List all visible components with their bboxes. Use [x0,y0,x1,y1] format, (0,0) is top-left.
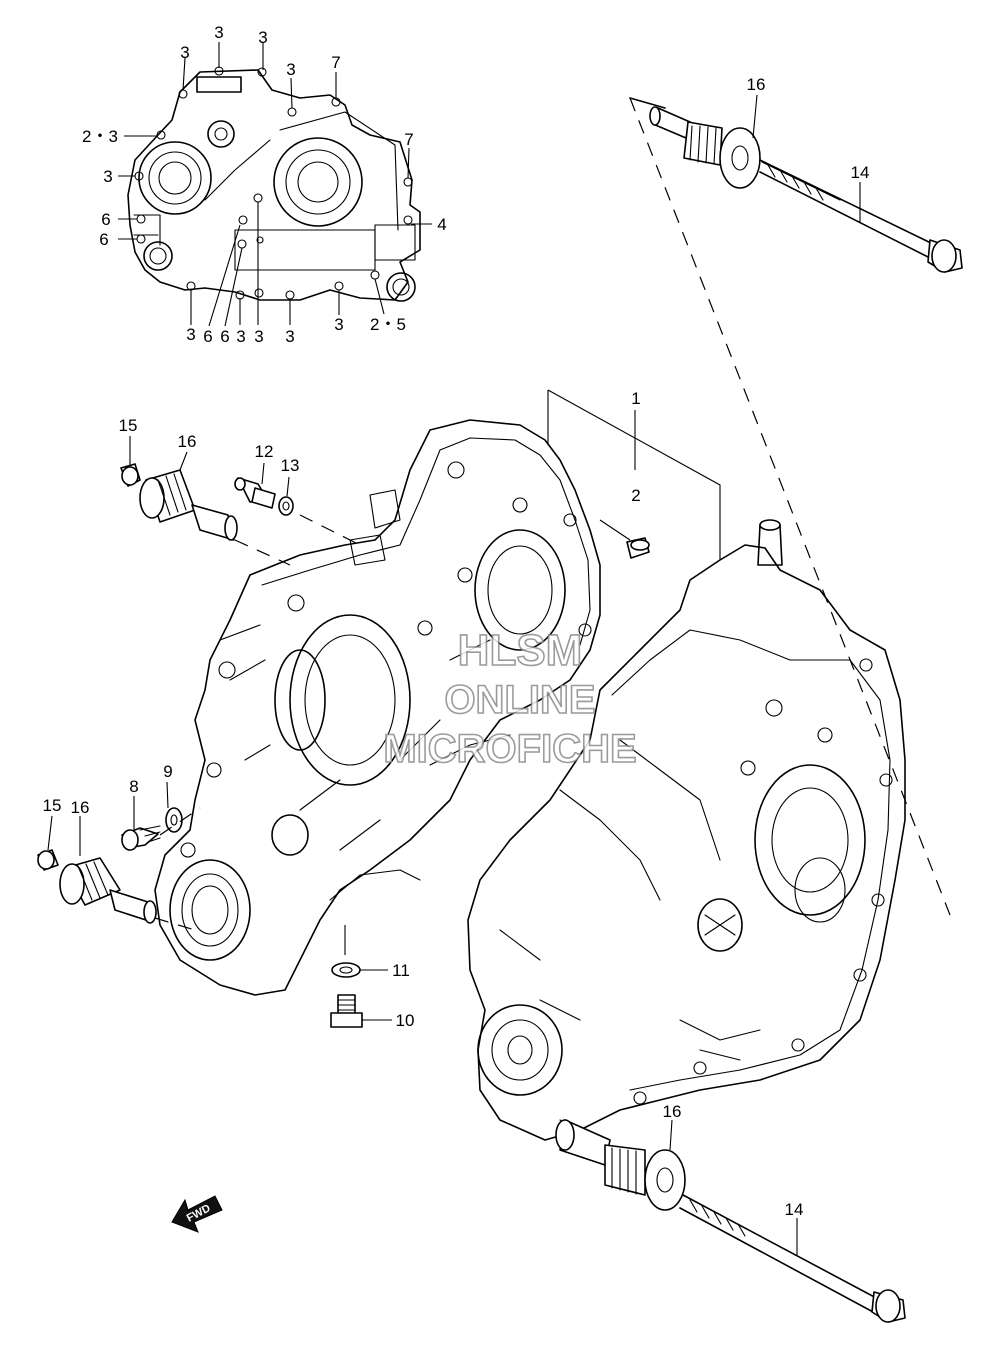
callout-part-10: 10 [396,1011,415,1030]
callout-part-15-b: 15 [43,796,62,815]
callout-part-1: 1 [631,389,640,408]
drain-plug-parts [330,925,392,1028]
callout-inset-7-top: 7 [331,53,340,72]
callout-part-13: 13 [281,456,300,475]
callout-part-16-b: 16 [71,798,90,817]
callout-part-11: 11 [392,961,410,980]
bolt-and-dowel-upper [629,94,963,916]
callout-inset-6-b: 6 [99,230,108,249]
inset-crankcase-view [118,42,432,327]
callout-inset-4: 4 [437,215,446,234]
callout-inset-3-a: 3 [258,28,267,47]
callout-part-14-top: 14 [851,163,870,182]
callout-numbers: 3 3 3 3 7 2・3 3 7 6 4 6 3 6 6 3 3 3 3 2・… [43,23,870,1219]
watermark-line-1: HLSM [458,626,583,675]
callout-inset-7-right: 7 [404,130,413,149]
callout-part-16-bottom: 16 [663,1102,682,1121]
callout-part-15-a: 15 [119,416,138,435]
callout-inset-2-3: 2・3 [82,127,118,146]
callout-part-14-bottom: 14 [785,1200,804,1219]
forward-direction-arrow-icon: FWD [171,1195,223,1233]
callout-part-8: 8 [129,777,138,796]
callout-part-12: 12 [255,442,274,461]
callout-inset-3-b: 3 [180,43,189,62]
left-crankcase-half [154,419,601,996]
small-parts-upper-left [120,436,361,566]
right-crankcase-half [467,519,906,1151]
fwd-label: FWD [185,1202,213,1224]
callout-inset-bottom-6b: 6 [220,327,229,346]
callout-inset-bottom-3e: 3 [334,315,343,334]
callout-inset-2-5: 2・5 [370,315,406,334]
callout-part-9: 9 [163,762,172,781]
callout-inset-bottom-3b: 3 [236,327,245,346]
part-1-2-bracket [547,389,721,560]
watermark-line-2: ONLINE [444,678,595,722]
callout-inset-3-c: 3 [286,60,295,79]
bolt-and-dowel-lower [555,1119,906,1323]
small-parts-lower-left [37,781,201,931]
callout-inset-bottom-3d: 3 [285,327,294,346]
callout-inset-bottom-6a: 6 [203,327,212,346]
callout-inset-3-top: 3 [214,23,223,42]
watermark-line-3: MICROFICHE [383,727,636,771]
callout-inset-3-left: 3 [103,167,112,186]
callout-inset-bottom-3a: 3 [186,325,195,344]
watermark: HLSM ONLINE MICROFICHE [383,625,638,772]
callout-part-2: 2 [631,486,640,505]
callout-inset-bottom-3c: 3 [254,327,263,346]
callout-part-16-a: 16 [178,432,197,451]
callout-part-16-top: 16 [747,75,766,94]
callout-inset-6-a: 6 [101,210,110,229]
